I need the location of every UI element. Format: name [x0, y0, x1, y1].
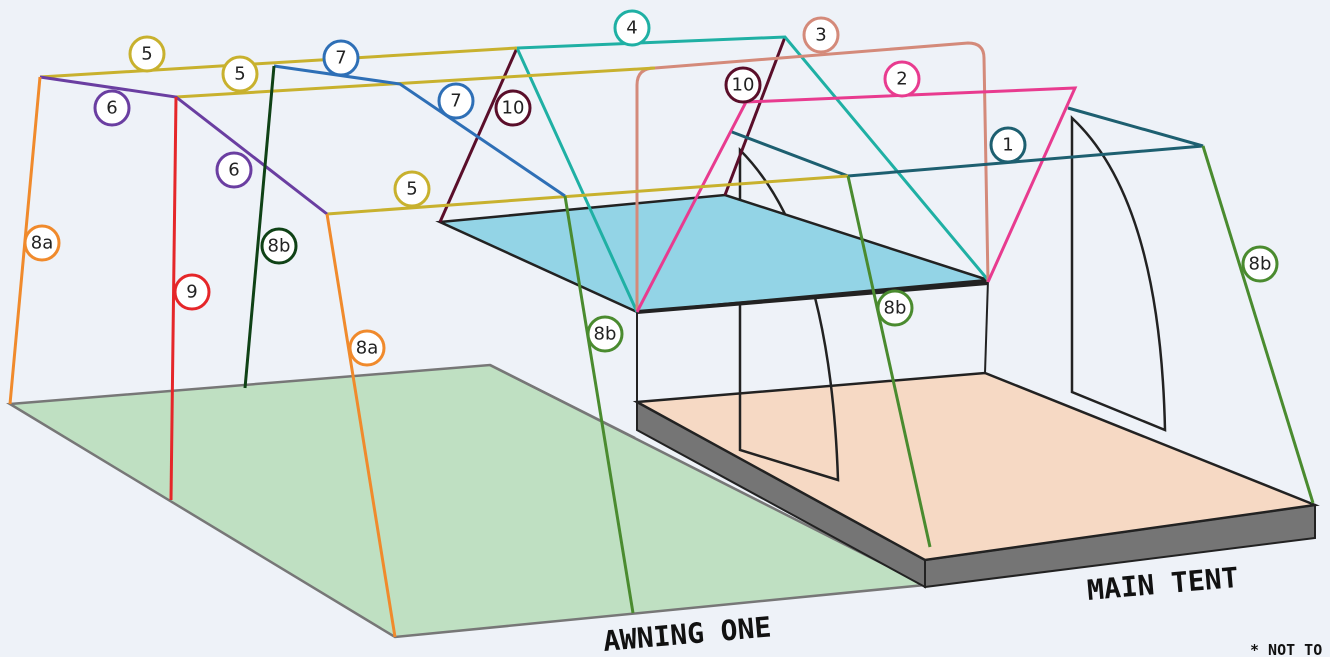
label-6-a: 6	[93, 89, 131, 127]
pole-3	[635, 41, 990, 310]
label-8b-b: 8b	[586, 315, 624, 353]
caption-footnote: * NOT TO	[1250, 641, 1322, 657]
svg-text:4: 4	[626, 18, 637, 39]
tent-floor	[632, 371, 1320, 562]
label-1: 1	[989, 126, 1027, 164]
label-9: 9	[173, 273, 211, 311]
svg-text:5: 5	[234, 64, 245, 85]
label-8b-d: 8b	[1241, 245, 1279, 283]
awning-floor-back-edge	[489, 363, 636, 440]
pole-1	[731, 106, 1204, 178]
pole-10-right	[723, 36, 787, 196]
tent-door-back	[1070, 115, 1167, 432]
pole-8a-front	[325, 213, 397, 638]
svg-text:9: 9	[186, 282, 197, 303]
tent-back-right-post	[984, 279, 989, 374]
svg-text:6: 6	[228, 160, 239, 181]
pole-8b-tent-back	[1201, 145, 1315, 504]
label-4: 4	[613, 9, 651, 47]
tent-roof-front-edge	[636, 281, 989, 314]
pole-10-left	[438, 47, 519, 223]
label-3: 3	[802, 16, 840, 54]
svg-text:3: 3	[815, 25, 826, 46]
label-5-a: 5	[128, 35, 166, 73]
svg-text:8b: 8b	[1249, 254, 1272, 275]
pole-8b-tent-front	[846, 175, 932, 548]
svg-text:10: 10	[502, 98, 525, 119]
label-10-a: 10	[494, 89, 532, 127]
svg-text:10: 10	[732, 75, 755, 96]
label-8a-b: 8a	[348, 329, 386, 367]
label-5-b: 5	[221, 55, 259, 93]
label-7-b: 7	[437, 82, 475, 120]
label-5-c: 5	[393, 170, 431, 208]
pole-7	[273, 64, 566, 198]
label-7-a: 7	[322, 39, 360, 77]
label-8b-a: 8b	[260, 227, 298, 265]
svg-text:8a: 8a	[31, 233, 53, 254]
label-2: 2	[883, 60, 921, 98]
svg-text:2: 2	[896, 69, 907, 90]
svg-text:1: 1	[1002, 135, 1013, 156]
label-6-b: 6	[215, 151, 253, 189]
pole-8b-dark	[243, 65, 276, 389]
svg-text:8b: 8b	[884, 298, 907, 319]
pole-5-front	[326, 174, 849, 216]
svg-text:7: 7	[335, 48, 346, 69]
svg-text:7: 7	[450, 91, 461, 112]
svg-text:8b: 8b	[594, 324, 617, 345]
svg-text:5: 5	[141, 44, 152, 65]
label-8a-a: 8a	[23, 224, 61, 262]
pole-5-middle	[175, 66, 656, 99]
pole-4	[514, 35, 990, 313]
pole-5-top	[39, 46, 518, 79]
caption-awning-one: AWNING ONE	[602, 610, 773, 657]
label-10-b: 10	[724, 66, 762, 104]
pole-8b-awning	[563, 195, 635, 614]
caption-main-tent: MAIN TENT	[1086, 561, 1240, 607]
svg-text:6: 6	[106, 98, 117, 119]
svg-text:8a: 8a	[356, 338, 378, 359]
label-8b-c: 8b	[876, 289, 914, 327]
pole-9	[169, 96, 178, 501]
svg-text:8b: 8b	[268, 236, 291, 257]
svg-text:5: 5	[406, 179, 417, 200]
